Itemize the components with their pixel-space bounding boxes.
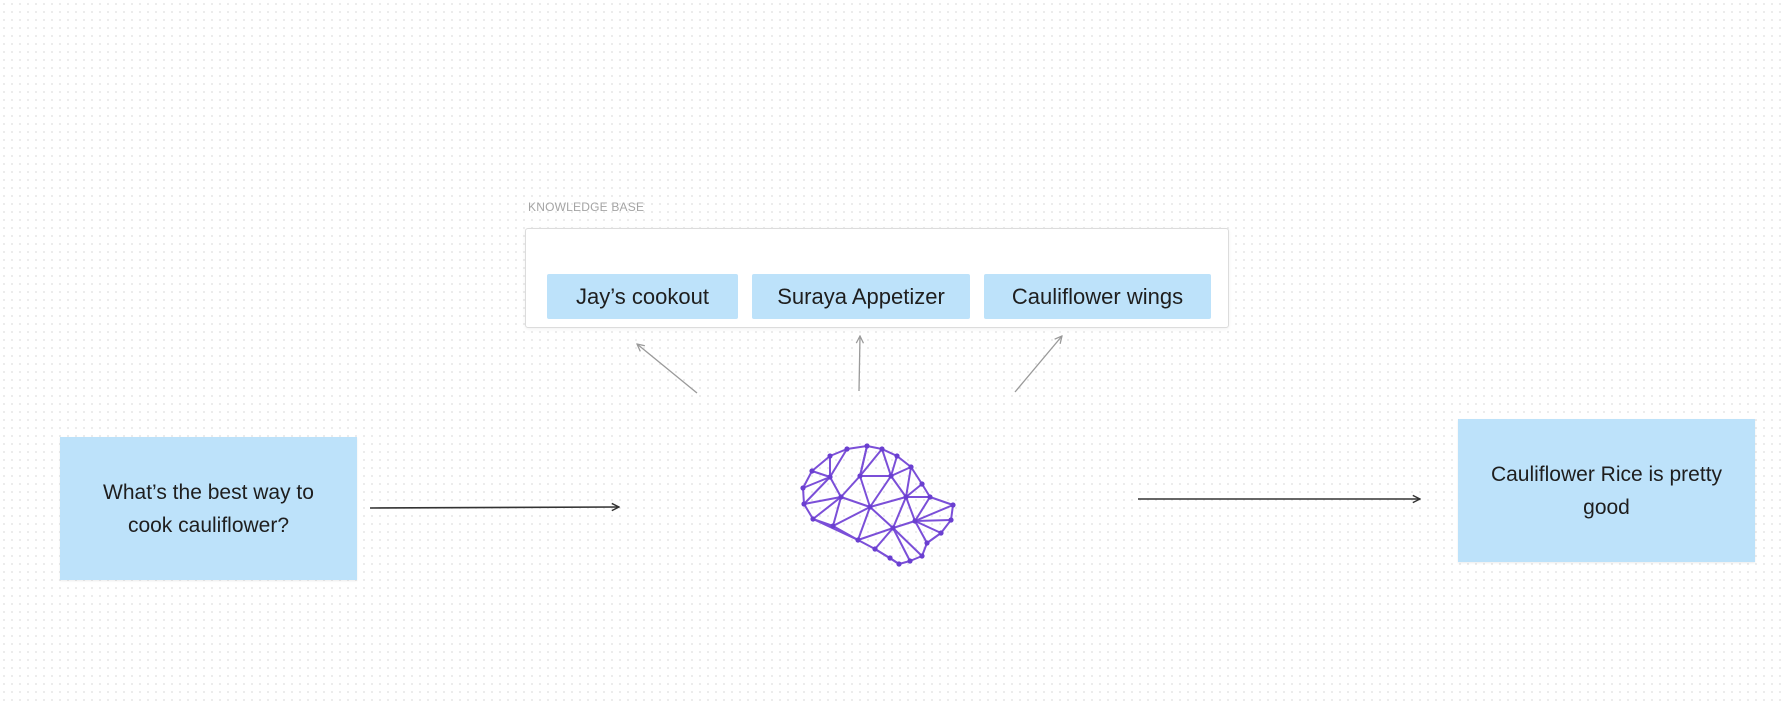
knowledge-base-item-jays-cookout[interactable]: Jay’s cookout [547, 274, 738, 319]
brain-network-icon [802, 445, 954, 565]
retrieval-arrow-left [637, 344, 698, 394]
answer-text: Cauliflower Rice is pretty good [1490, 462, 1723, 519]
brain-network-nodes [800, 443, 956, 567]
knowledge-base-label: KNOWLEDGE BASE [528, 200, 645, 214]
retrieval-arrow-right [1014, 336, 1062, 393]
question-to-model-arrow [369, 507, 619, 508]
question-text: What’s the best way to cook cauliflower? [103, 480, 314, 537]
retrieval-arrow-middle [859, 336, 860, 392]
knowledge-base-item-cauliflower-wings[interactable]: Cauliflower wings [984, 274, 1211, 319]
question-sticky-note[interactable]: What’s the best way to cook cauliflower? [60, 437, 357, 580]
knowledge-base-item-suraya-appetizer[interactable]: Suraya Appetizer [752, 274, 970, 319]
knowledge-base-container[interactable]: Jay’s cookout Suraya Appetizer Cauliflow… [525, 228, 1229, 328]
answer-sticky-note[interactable]: Cauliflower Rice is pretty good [1458, 419, 1755, 562]
